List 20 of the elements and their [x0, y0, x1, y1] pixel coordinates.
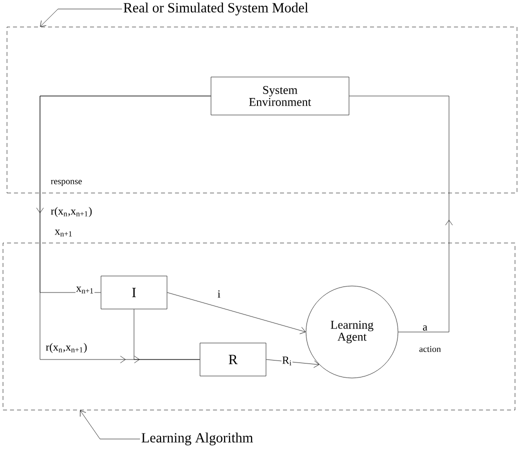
leader-line [80, 410, 140, 440]
arrow [266, 359, 320, 368]
arrow [167, 292, 306, 334]
process-box: R [200, 342, 266, 376]
process-box: I [100, 276, 168, 310]
dashed-region [2, 242, 516, 410]
edge-label: a [422, 324, 428, 332]
signal-label: x$_{n+1}$ [54, 230, 72, 236]
signal-label: action [419, 346, 441, 352]
region-label: Real or Simulated System Model [124, 2, 308, 16]
edge-label: R$_{i}$ [282, 356, 292, 366]
region-label: Learning Algorithm [142, 432, 253, 446]
signal-label: r(x$_{n}$,x$_{n+1}$) [50, 207, 92, 217]
edge-label: r(x$_{n}$,x$_{n+1}$) [45, 342, 88, 354]
dashed-region [6, 26, 518, 194]
edge-label: x$_{n+1}$ [76, 286, 94, 294]
leader-line [40, 8, 122, 27]
signal-label: response [50, 180, 82, 186]
process-box: System Environment [210, 76, 350, 116]
edge-label: i [216, 290, 222, 298]
